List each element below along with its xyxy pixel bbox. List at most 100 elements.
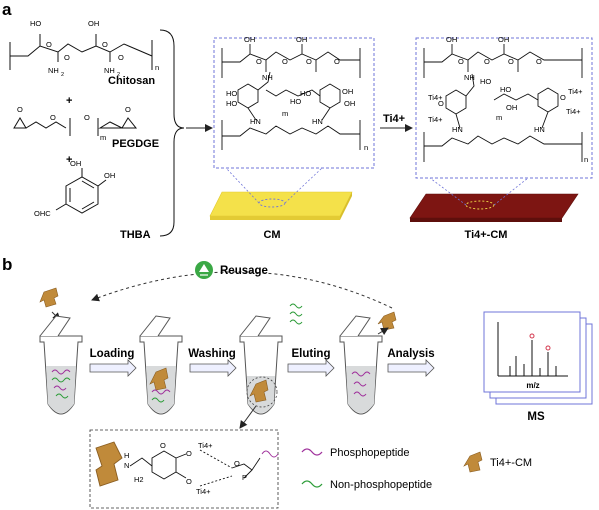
svg-text:OH: OH (344, 99, 355, 108)
svg-text:OH: OH (506, 103, 517, 112)
step-analysis: Analysis (387, 348, 434, 360)
svg-text:O: O (234, 459, 240, 468)
cm-film (209, 191, 353, 217)
svg-text:O: O (84, 113, 90, 122)
binding-inset-structure (95, 441, 279, 487)
svg-text:O: O (508, 57, 514, 66)
pegdge-atoms: O O O O m (17, 105, 131, 142)
svg-text:OH: OH (296, 35, 307, 44)
ti-cm-zoom-box (415, 37, 593, 179)
svg-text:HN: HN (452, 125, 463, 134)
thba-structure (55, 168, 107, 214)
thba-atoms: OH OH OHC (34, 159, 115, 218)
svg-text:H2: H2 (134, 475, 144, 484)
ti-cm-label: Ti4+-CM (465, 229, 508, 241)
plus-sign-2: + (66, 154, 72, 166)
svg-text:O: O (334, 57, 340, 66)
svg-text:O: O (186, 477, 192, 486)
svg-text:H: H (124, 451, 129, 460)
svg-text:HO: HO (226, 99, 237, 108)
inset-pointer-arrow (239, 405, 257, 429)
cm-film-front (210, 216, 340, 220)
svg-text:O: O (560, 93, 566, 102)
legend-ti-cm: Ti4+-CM (490, 457, 532, 469)
svg-text:OH: OH (88, 19, 99, 28)
recycle-icon (195, 261, 213, 279)
svg-text:n: n (364, 143, 368, 152)
legend (301, 448, 483, 488)
svg-text:O: O (306, 57, 312, 66)
svg-text:HO: HO (300, 89, 311, 98)
ms-spectrum-stack (483, 311, 593, 405)
tube-1 (39, 315, 83, 415)
svg-text:Ti4+: Ti4+ (196, 487, 211, 496)
legend-phosphopeptide: Phosphopeptide (330, 447, 410, 459)
svg-text:m: m (282, 109, 288, 118)
legend-ti-cm-swatch (463, 451, 483, 473)
chitosan-label: Chitosan (108, 75, 155, 87)
step-loading: Loading (90, 348, 135, 360)
svg-text:OH: OH (446, 35, 457, 44)
tube-3 (239, 303, 303, 415)
legend-phosphopeptide-swatch (301, 448, 323, 456)
svg-text:O: O (64, 53, 70, 62)
svg-text:O: O (102, 40, 108, 49)
legend-non-phosphopeptide: Non-phosphopeptide (330, 479, 432, 491)
svg-text:NH: NH (104, 66, 115, 75)
svg-text:OH: OH (244, 35, 255, 44)
pegdge-structure (13, 117, 138, 136)
pegdge-label: PEGDGE (112, 138, 159, 150)
cm-zoom-line-left (225, 167, 260, 204)
svg-text:HO: HO (226, 89, 237, 98)
cm-atoms: OH OH O O O O NH HO HO HO OH m n OH HO H… (226, 35, 368, 152)
svg-text:HN: HN (250, 117, 261, 126)
ti-cm-piece-add (39, 287, 59, 308)
svg-text:O: O (50, 113, 56, 122)
svg-text:HO: HO (500, 85, 511, 94)
binding-inset-atoms: H N H2 O O O O P Ti4+ Ti4+ (124, 441, 247, 496)
svg-text:2: 2 (61, 72, 64, 78)
svg-text:Ti4+: Ti4+ (428, 93, 443, 102)
svg-text:HO: HO (290, 97, 301, 106)
svg-text:NH: NH (262, 73, 273, 82)
svg-text:P: P (242, 473, 247, 482)
ti-cm-zoom-line-right (493, 177, 529, 206)
svg-text:OH: OH (498, 35, 509, 44)
ti-cm-zoom-line-left (429, 177, 467, 206)
chitosan-atoms: HO OH O O O O NH NH 2 2 n (30, 19, 159, 78)
svg-text:NH: NH (464, 73, 475, 82)
svg-text:2: 2 (117, 72, 120, 78)
ms-label: MS (527, 411, 545, 423)
cm-structure (221, 44, 361, 150)
svg-text:n: n (584, 155, 588, 164)
svg-text:O: O (17, 105, 23, 114)
cm-film-edge (340, 192, 352, 220)
svg-text:N: N (124, 461, 129, 470)
svg-text:NH: NH (48, 66, 59, 75)
ms-axis-label: m/z (526, 381, 539, 390)
step-arrows (89, 359, 435, 377)
ti-arrow-label: Ti4+ (383, 113, 405, 125)
legend-non-phosphopeptide-swatch (301, 480, 323, 488)
tube-2 (139, 315, 183, 415)
svg-text:OH: OH (342, 87, 353, 96)
svg-text:O: O (458, 57, 464, 66)
svg-text:O: O (256, 57, 262, 66)
plus-sign-1: + (66, 95, 72, 107)
svg-text:Ti4+: Ti4+ (568, 87, 583, 96)
svg-text:O: O (160, 441, 166, 450)
svg-text:HN: HN (534, 125, 545, 134)
reagent-bracket (159, 29, 185, 237)
svg-text:m: m (100, 133, 106, 142)
svg-text:Ti4+: Ti4+ (566, 107, 581, 116)
svg-text:O: O (186, 449, 192, 458)
chitosan-structure (9, 34, 153, 70)
svg-text:HO: HO (480, 77, 491, 86)
svg-text:Ti4+: Ti4+ (428, 115, 443, 124)
svg-text:n: n (155, 63, 159, 72)
cm-label: CM (263, 229, 280, 241)
panel-a-label: a (2, 0, 12, 19)
svg-text:O: O (484, 57, 490, 66)
step-washing: Washing (188, 348, 236, 360)
